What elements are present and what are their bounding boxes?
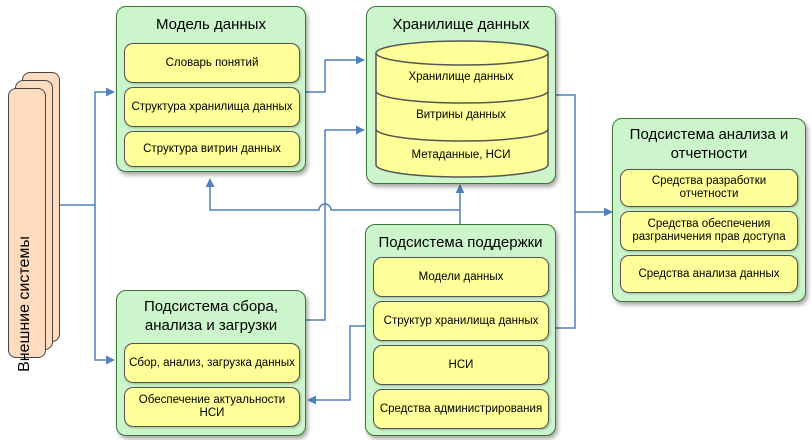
arrow-support-to-model [205, 178, 460, 211]
warehouse-layer-dwh: Хранилище данных [408, 71, 514, 83]
arrow-external-to-etl [94, 205, 115, 365]
support-item-nsi: НСИ [373, 345, 549, 385]
support-item-warehouse-structures: Структур хранилища данных [373, 301, 549, 341]
etl-item-nsi-actuality: Обеспечение актуальности НСИ [124, 387, 300, 427]
reporting-item-data-analysis: Средства анализа данных [620, 255, 798, 293]
arrow-model-to-warehouse [306, 55, 365, 93]
support-item-administration: Средства администрирования [373, 389, 549, 429]
reporting-title: Подсистема анализа и отчетности [629, 126, 789, 162]
arrow-warehouse-to-reporting [556, 94, 613, 217]
data-model-item-warehouse-structure: Структура хранилища данных [124, 87, 300, 127]
data-model-title: Модель данных [156, 16, 266, 33]
data-model-item-dictionary: Словарь понятий [124, 43, 300, 83]
etl-item-load: Сбор, анализ, загрузка данных [124, 343, 300, 383]
warehouse-layer-metadata: Метаданные, НСИ [411, 149, 511, 161]
etl-panel: Подсистема сбора, анализа и загрузки Сбо… [116, 290, 306, 436]
arrow-external-to-model [58, 87, 115, 206]
etl-title: Подсистема сбора, анализа и загрузки [143, 298, 279, 334]
arrow-etl-to-warehouse [306, 125, 365, 321]
support-item-data-models: Модели данных [373, 257, 549, 297]
data-model-panel: Модель данных Словарь понятий Структура … [116, 6, 306, 172]
data-model-item-mart-structure: Структура витрин данных [124, 131, 300, 167]
warehouse-panel: Хранилище данных Хранилище данных Витрин… [366, 6, 556, 184]
line-support-to-reporting [556, 212, 576, 329]
arrow-support-to-etl [307, 325, 365, 405]
reporting-item-access-control: Средства обеспечения разграничения прав … [620, 211, 798, 251]
database-cylinder-icon [375, 40, 549, 178]
external-systems-label: Внешние системы [16, 236, 33, 372]
warehouse-layer-marts: Витрины данных [416, 109, 506, 121]
warehouse-title: Хранилище данных [392, 16, 530, 33]
support-title: Подсистема поддержки [378, 234, 543, 251]
external-systems-block: Внешние системы [8, 88, 46, 372]
reporting-item-report-dev: Средства разработки отчетности [620, 169, 798, 207]
support-panel: Подсистема поддержки Модели данных Струк… [365, 224, 556, 436]
reporting-panel: Подсистема анализа и отчетности Средства… [612, 118, 806, 302]
